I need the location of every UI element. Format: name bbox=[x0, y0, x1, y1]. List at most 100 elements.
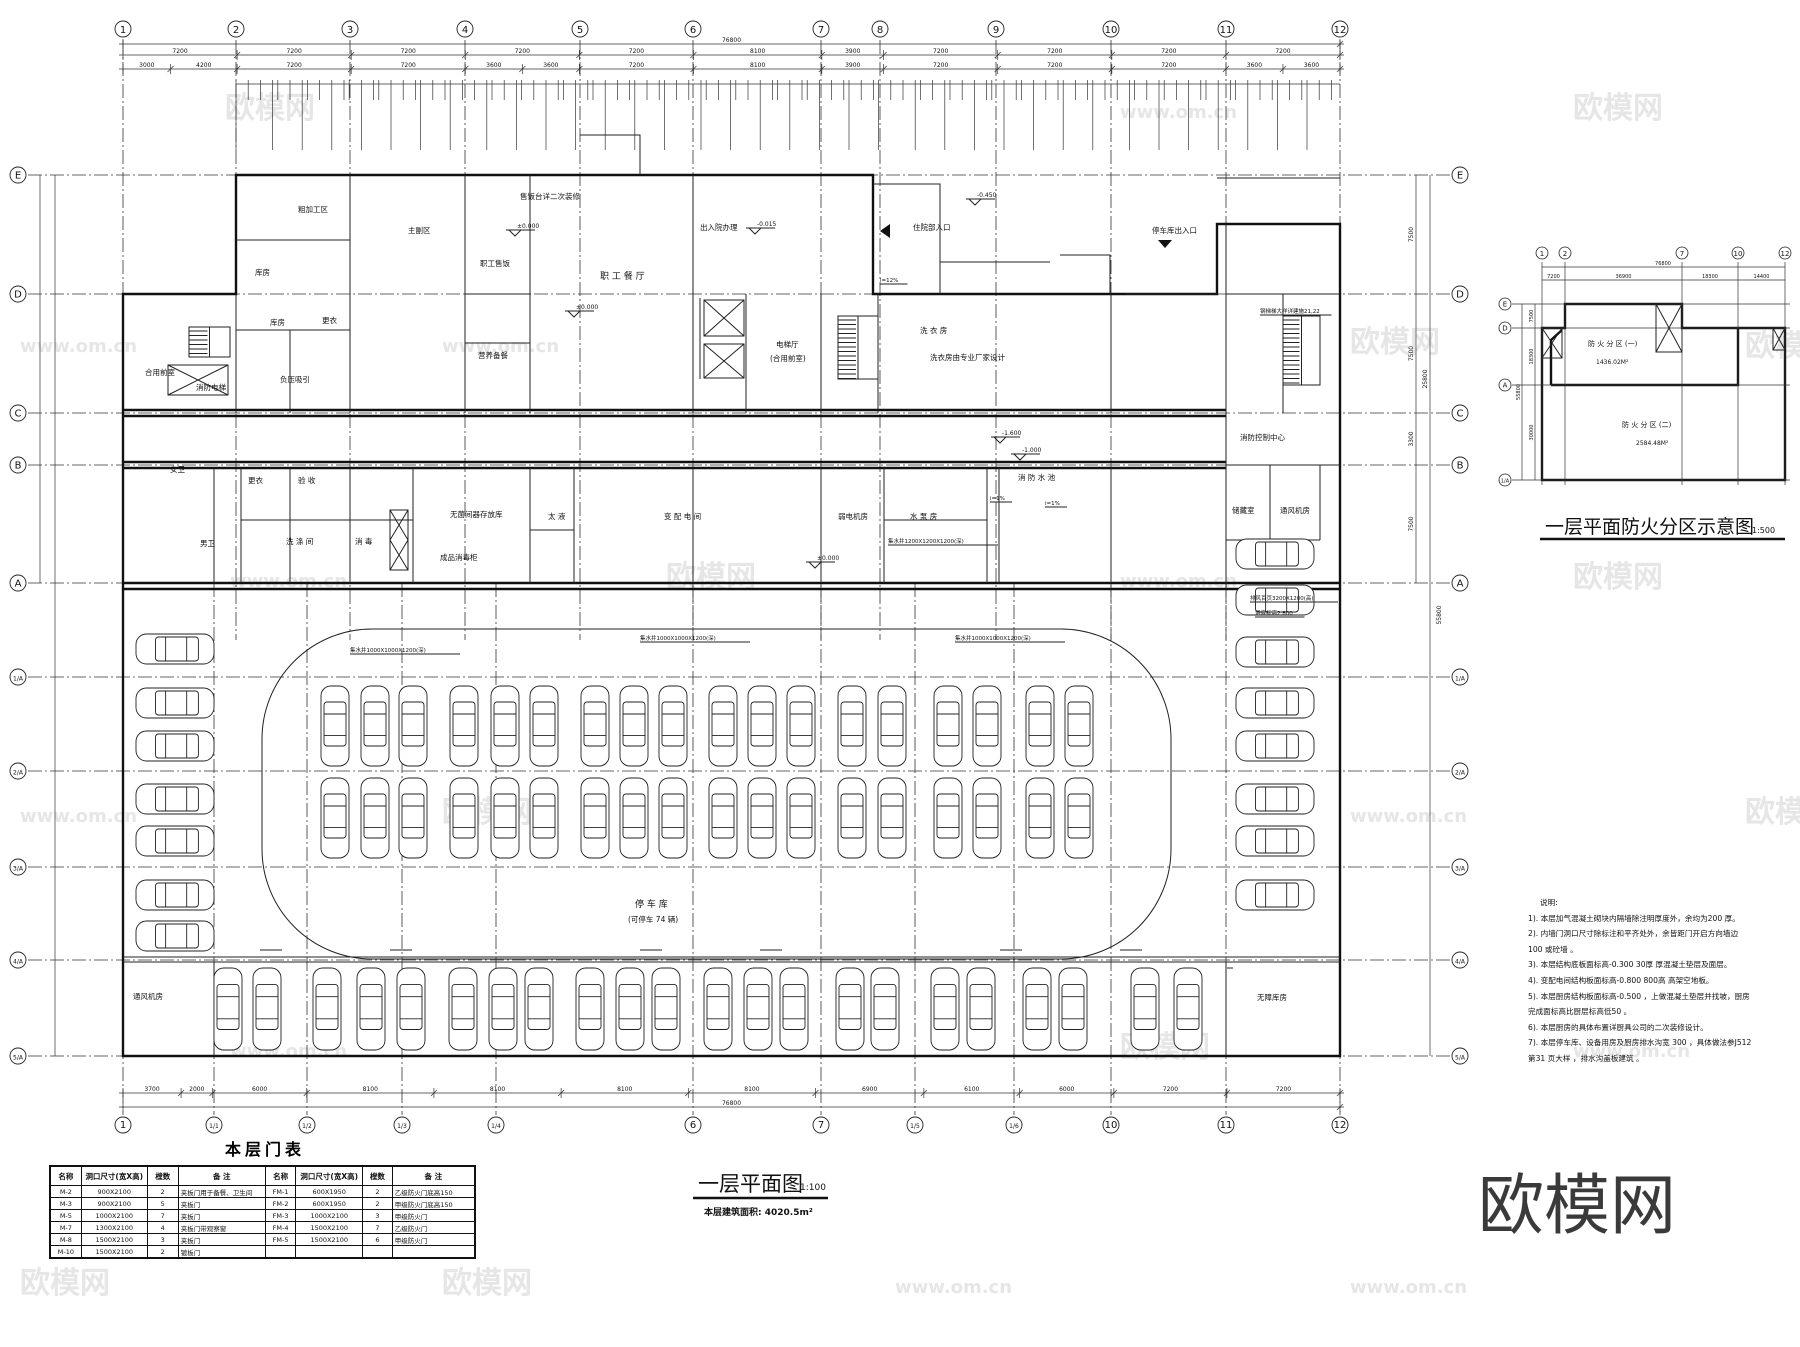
garage-drive-ring bbox=[261, 628, 1172, 960]
room-label: 男卫 bbox=[200, 539, 215, 548]
elevation-mark: ±0.000 bbox=[576, 304, 598, 311]
axis-bubble bbox=[1451, 574, 1469, 592]
axis-label-row: 1/A bbox=[1455, 676, 1466, 683]
note-line: 完成面标高比厨层标高低50 。 bbox=[1528, 1007, 1632, 1017]
axis-label-bottom: 1/2 bbox=[302, 1123, 312, 1130]
room-label: 洗 涤 间 bbox=[286, 536, 313, 546]
note-line: 第31 页大样 ，排水沟盖板建筑 。 bbox=[1528, 1053, 1644, 1063]
door-table-cell: 5 bbox=[146, 1197, 179, 1210]
axis-bubble bbox=[871, 20, 889, 38]
parking-space-car bbox=[135, 730, 215, 762]
axis-label-row: 2/A bbox=[1455, 770, 1466, 777]
room-label: 职工售饭 bbox=[480, 258, 510, 268]
building-walls bbox=[121, 134, 1342, 1058]
dimension-value: 7200 bbox=[1047, 48, 1062, 55]
dimension-value: 7200 bbox=[629, 62, 644, 69]
tower-walls bbox=[1217, 177, 1340, 583]
door-table-cell: FM-4 bbox=[264, 1221, 297, 1234]
axis-bubble bbox=[114, 1116, 132, 1134]
parking-space-car bbox=[835, 967, 865, 1051]
door-table-cell: 900X2100 bbox=[80, 1185, 148, 1198]
fz-dim-total: 76800 bbox=[1655, 261, 1671, 267]
parking-space-car bbox=[580, 685, 610, 767]
note-line: 6). 本层厨房的具体布置详厨具公司的二次装修设计。 bbox=[1528, 1022, 1708, 1032]
dimension-value: 76800 bbox=[722, 37, 741, 44]
room-label: 售饭台详二次装修 bbox=[520, 191, 580, 201]
axis-label-row: A bbox=[15, 579, 22, 590]
axis-bubble bbox=[1451, 762, 1469, 780]
axis-label-row: 1/A bbox=[13, 676, 24, 683]
dimension-value: 6000 bbox=[1059, 1086, 1074, 1093]
axis-label-bottom: 7 bbox=[818, 1120, 824, 1131]
axis-label-top: 3 bbox=[347, 25, 353, 36]
door-table-cell bbox=[362, 1245, 393, 1259]
watermark-site-text: www.om.cn bbox=[1120, 102, 1237, 123]
parking-space-car bbox=[488, 967, 518, 1051]
door-table-cell bbox=[264, 1245, 297, 1259]
parking-space-car bbox=[877, 685, 907, 767]
door-table-cell: 7 bbox=[362, 1221, 393, 1234]
axis-label-row: D bbox=[1456, 290, 1464, 301]
axis-label-top: 12 bbox=[1334, 25, 1347, 36]
watermark-logo-text: 欧模网 bbox=[1573, 560, 1663, 595]
door-table-cell: 1000X2100 bbox=[80, 1209, 148, 1222]
room-label: 女卫 bbox=[170, 464, 185, 474]
plan-annotation: i=1% bbox=[990, 496, 1005, 502]
parking-space-car bbox=[135, 825, 215, 857]
parking-space-car bbox=[524, 967, 554, 1051]
watermark-site-text: www.om.cn bbox=[20, 336, 137, 357]
axis-bubble bbox=[393, 1116, 411, 1134]
note-line: 4). 变配电间结构板面标高-0.800 800高 高架空地板。 bbox=[1528, 975, 1714, 985]
door-table-cell: M-2 bbox=[49, 1185, 82, 1198]
room-label: 变 配 电 间 bbox=[664, 511, 701, 521]
door-table-cell bbox=[391, 1245, 476, 1259]
axis-bubble bbox=[1102, 20, 1120, 38]
room-label: 更衣 bbox=[248, 475, 263, 485]
entrance-canopy bbox=[580, 134, 1217, 295]
elevation-mark: -1.000 bbox=[1022, 447, 1042, 454]
parking-space-car bbox=[877, 777, 907, 859]
door-table-cell: 1500X2100 bbox=[295, 1221, 364, 1234]
door-table-header-cell: 名称 bbox=[264, 1165, 297, 1186]
door-table-cell: FM-2 bbox=[264, 1197, 297, 1210]
dimension-value: 7200 bbox=[287, 62, 302, 69]
parking-space-car bbox=[658, 777, 688, 859]
axis-bubble bbox=[1217, 20, 1235, 38]
room-label: 电梯厅 bbox=[776, 339, 799, 349]
door-table-cell: 乙级防火门 bbox=[391, 1221, 476, 1234]
room-label: 消防电梯 bbox=[196, 382, 226, 392]
fire-zone-scale: 1:500 bbox=[1752, 526, 1775, 535]
dimension-value: 6100 bbox=[964, 1086, 979, 1093]
elevation-mark: ±0.000 bbox=[517, 223, 539, 230]
door-table-header-cell: 备 注 bbox=[391, 1165, 476, 1186]
watermark-logo-text: 欧模网 bbox=[225, 91, 315, 126]
dimension-value: 3600 bbox=[1304, 62, 1319, 69]
fz-dim-left: 30000 bbox=[1529, 425, 1535, 441]
note-line: 5). 本层厨房结构板面标高-0.500 ，上做混凝土垫层并找坡，厨房 bbox=[1528, 991, 1750, 1001]
parking-space-car bbox=[449, 685, 479, 767]
fz-dim: 36900 bbox=[1616, 274, 1632, 280]
room-label: 合用前室 bbox=[145, 367, 175, 377]
room-label: 太 液 bbox=[548, 511, 566, 521]
room-label: 成品消毒柜 bbox=[440, 552, 478, 562]
note-line: 2). 内墙门洞口尺寸除标注和平齐处外，余皆距门开启方向墙边 bbox=[1528, 929, 1739, 939]
fz-dim-left: 7500 bbox=[1529, 310, 1535, 323]
parking-space-car bbox=[449, 777, 479, 859]
axis-bubble bbox=[114, 20, 132, 38]
parking-space-car bbox=[1064, 685, 1094, 767]
axis-bubble bbox=[1451, 404, 1469, 422]
parking-space-car bbox=[651, 967, 681, 1051]
room-label: 职 工 餐 厅 bbox=[600, 270, 645, 282]
axis-bubble bbox=[9, 166, 27, 184]
door-table-cell: 夹板门 bbox=[177, 1197, 266, 1210]
door-table-cell: 2 bbox=[146, 1185, 179, 1198]
plan-title-block: 一层平面图 1:100 本层建筑面积: 4020.5m² bbox=[693, 1172, 828, 1218]
room-label: 通风机房 bbox=[1280, 505, 1310, 515]
axis-bubble bbox=[684, 1116, 702, 1134]
axis-bubble bbox=[456, 20, 474, 38]
dimension-value: 3600 bbox=[486, 62, 501, 69]
plan-area: 本层建筑面积: 4020.5m² bbox=[704, 1206, 813, 1218]
